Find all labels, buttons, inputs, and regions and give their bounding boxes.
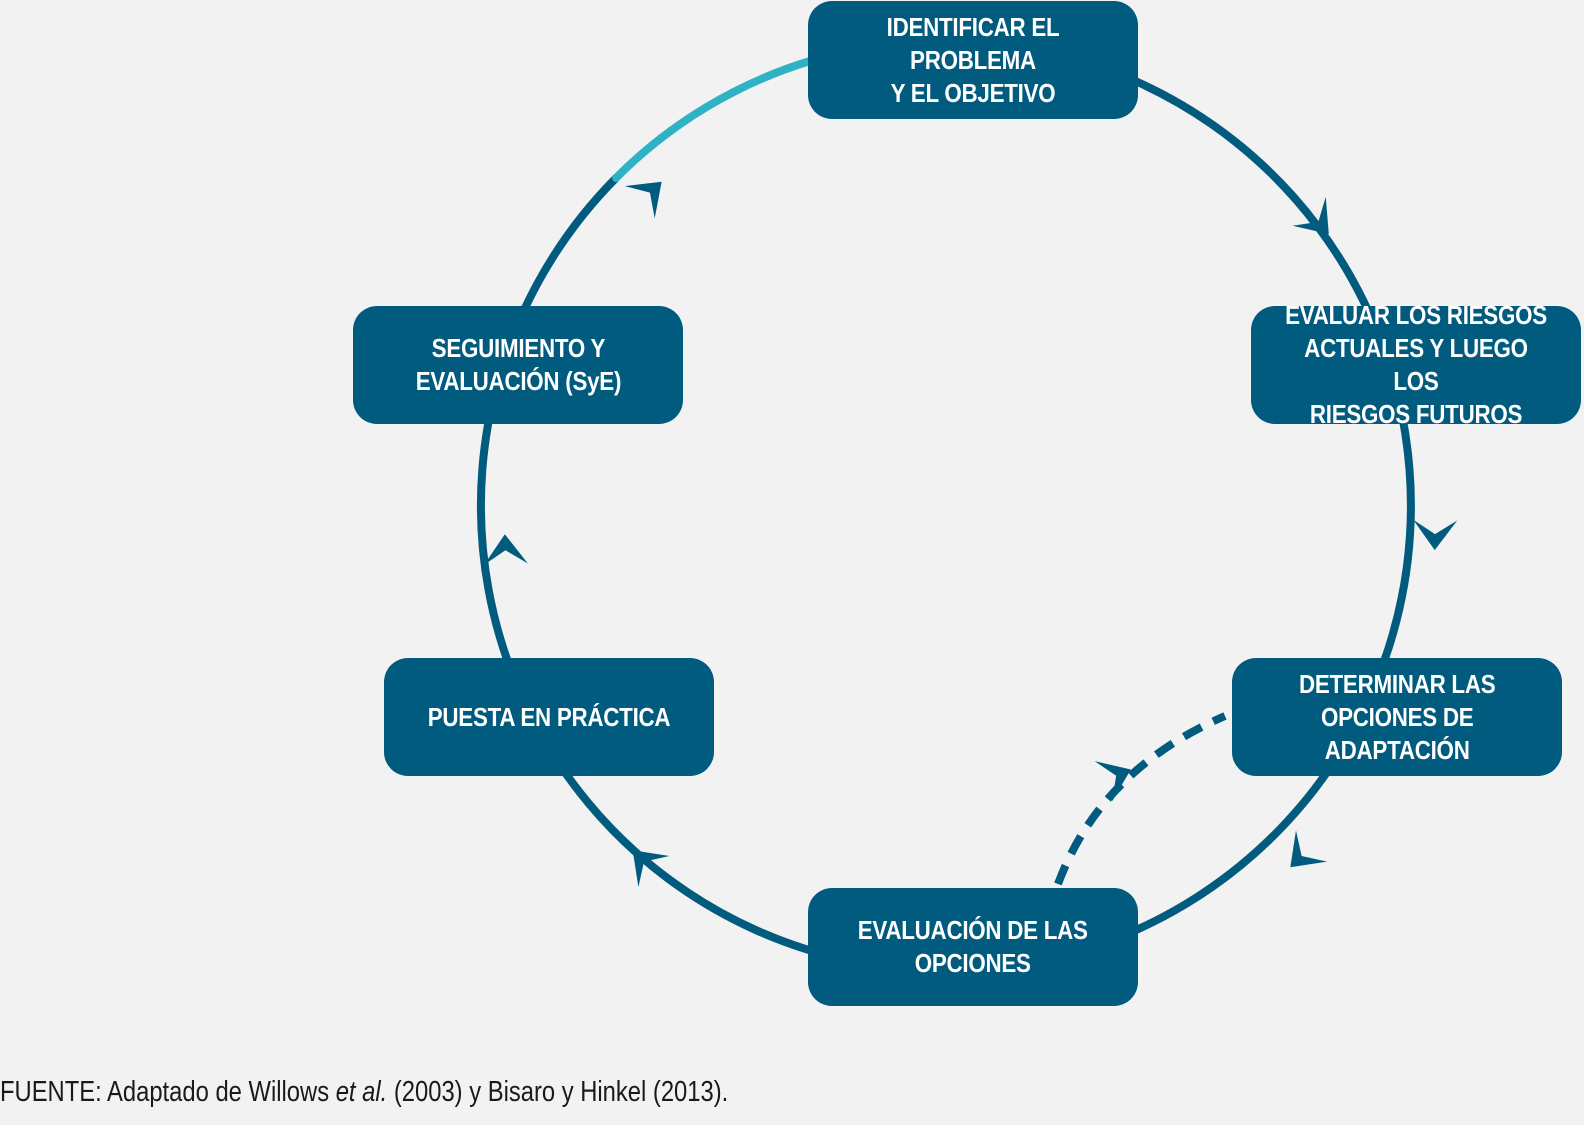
chevron-arrow-icon: [624, 181, 662, 219]
chevron-arrows: [483, 181, 1458, 888]
step-identify-problem: IDENTIFICAR EL PROBLEMA Y EL OBJETIVO: [808, 1, 1138, 119]
chevron-arrow-icon: [632, 850, 670, 888]
step-assess-risks: EVALUAR LOS RIESGOS ACTUALES Y LUEGO LOS…: [1251, 300, 1581, 429]
step-determine-options-label: DETERMINAR LAS OPCIONES DE ADAPTACIÓN: [1298, 668, 1496, 765]
chevron-arrow-icon: [1292, 196, 1329, 234]
cycle-arc: [476, 36, 1415, 975]
source-citation: FUENTE: Adaptado de Willows et al. (2003…: [0, 1076, 728, 1109]
source-suffix: (2003) y Bisaro y Hinkel (2013).: [387, 1076, 729, 1108]
source-prefix: FUENTE: Adaptado de Willows: [0, 1076, 336, 1108]
step-identify-problem-label: IDENTIFICAR EL PROBLEMA Y EL OBJETIVO: [886, 11, 1060, 108]
step-monitoring-evaluation: SEGUIMIENTO Y EVALUACIÓN (SyE): [353, 306, 683, 424]
feedback-dashed-arc: [1054, 712, 1227, 886]
step-monitoring-evaluation-label: SEGUIMIENTO Y EVALUACIÓN (SyE): [415, 333, 621, 396]
chevron-arrow-icon: [1290, 830, 1328, 868]
source-italic: et al.: [335, 1076, 388, 1108]
chevron-arrow-icon: [483, 534, 528, 565]
feedback-chevron-icon: [1094, 761, 1131, 802]
step-implementation: PUESTA EN PRÁCTICA: [384, 658, 714, 776]
step-assess-risks-label: EVALUAR LOS RIESGOS ACTUALES Y LUEGO LOS…: [1285, 300, 1547, 429]
chevron-arrow-icon: [1413, 519, 1458, 551]
step-determine-options: DETERMINAR LAS OPCIONES DE ADAPTACIÓN: [1232, 658, 1562, 776]
step-evaluate-options: EVALUACIÓN DE LAS OPCIONES: [808, 888, 1138, 1006]
cycle-return-segment: [612, 57, 814, 182]
step-implementation-label: PUESTA EN PRÁCTICA: [427, 701, 671, 732]
step-evaluate-options-label: EVALUACIÓN DE LAS OPCIONES: [858, 915, 1088, 978]
